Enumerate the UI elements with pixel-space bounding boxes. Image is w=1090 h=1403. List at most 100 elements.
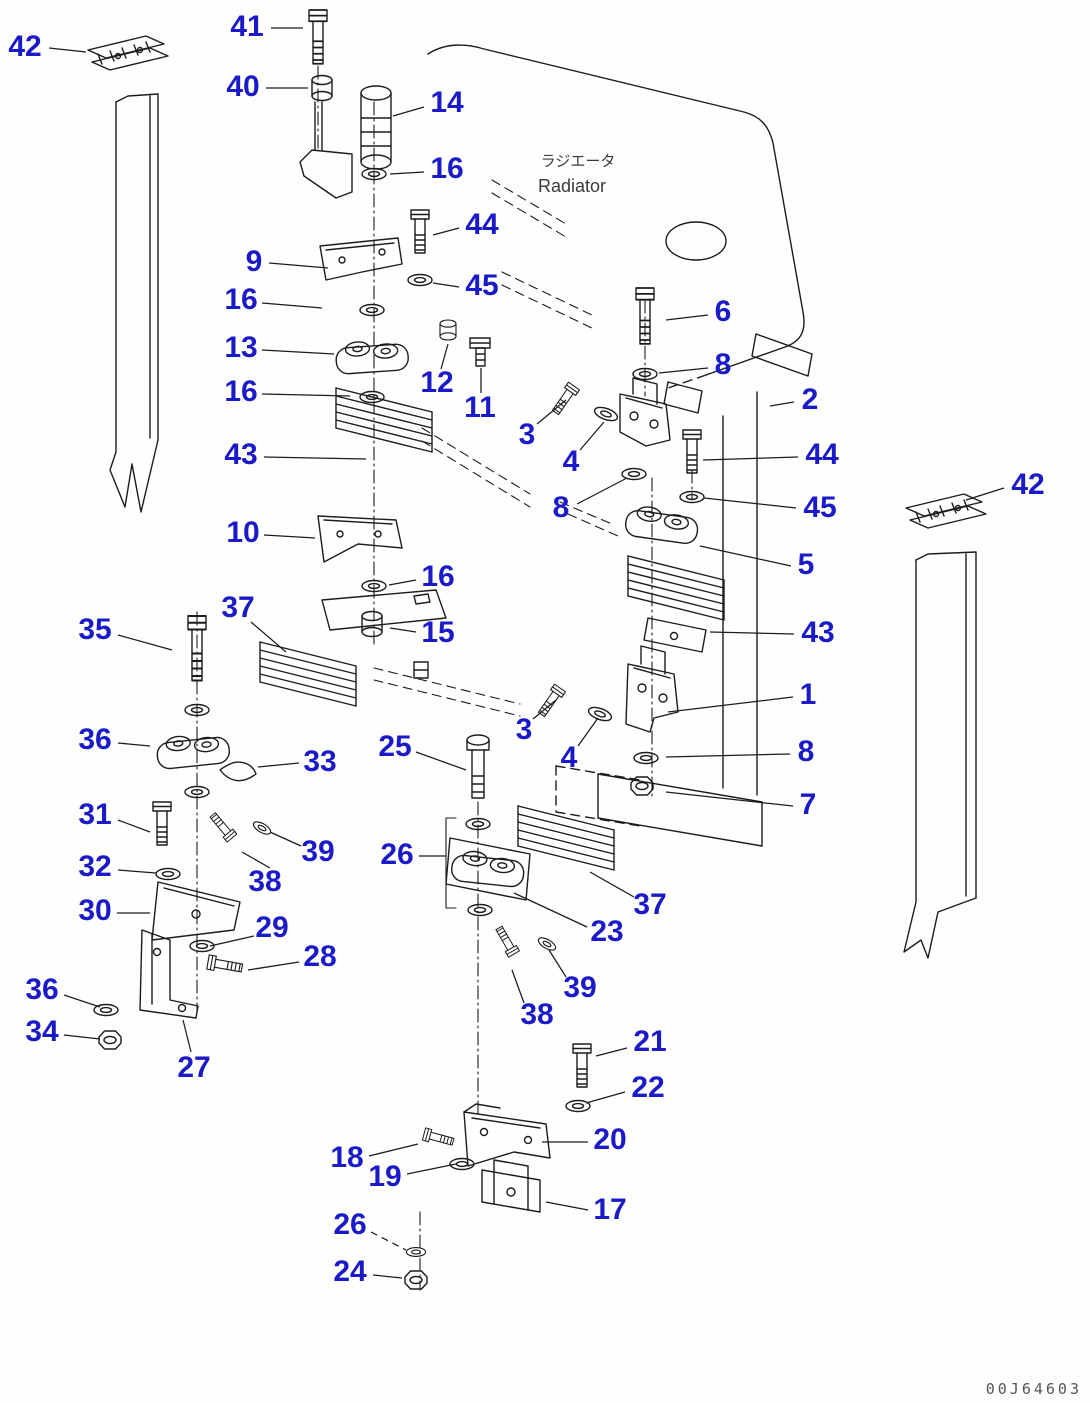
assembly-guide-lines (373, 179, 619, 717)
leader-line-8-36 (665, 753, 791, 758)
leader-line-19-57 (406, 1163, 457, 1175)
leader-line-2-16 (769, 401, 795, 407)
callout-43-28: 43 (801, 616, 834, 649)
leader-line-39-49 (548, 949, 567, 978)
leader-line-8-20 (576, 477, 628, 505)
callout-39-40: 39 (301, 835, 334, 868)
leader-line-27-52 (182, 1019, 192, 1053)
part-bolt-25 (466, 734, 490, 799)
part-bracket-arm (299, 101, 353, 199)
leader-line-4-35 (577, 717, 599, 747)
leader-line-16-13 (261, 393, 351, 397)
callout-25-33: 25 (378, 730, 411, 763)
callout-35-29: 35 (78, 613, 111, 646)
leader-line-21-53 (595, 1047, 628, 1057)
title-japanese: ラジエータ (541, 152, 616, 170)
leader-line-16-4 (389, 171, 425, 175)
leader-line-22-54 (585, 1091, 626, 1104)
callout-17-58: 17 (593, 1193, 626, 1226)
leader-line-5-23 (699, 545, 792, 567)
leader-line-33-32 (257, 762, 300, 768)
leader-line-37-26 (250, 621, 287, 653)
leader-line-10-22 (263, 534, 316, 539)
leader-line-43-28 (709, 631, 795, 635)
leader-line-32-39 (117, 869, 157, 874)
leader-line-35-29 (117, 634, 173, 651)
leader-line-24-60 (372, 1274, 403, 1279)
drawing-number: 00J64603 (986, 1380, 1082, 1398)
leader-line-1-30 (667, 696, 794, 713)
callout-42-24: 42 (1011, 468, 1044, 501)
callout-45-21: 45 (803, 491, 836, 524)
callout-27-52: 27 (177, 1051, 210, 1084)
callout-34-50: 34 (25, 1015, 59, 1048)
callout-16-4: 16 (430, 152, 463, 185)
leader-line-23-45 (513, 892, 588, 928)
leader-line-3-34 (532, 699, 557, 720)
callout-13-10: 13 (224, 331, 257, 364)
callout-28-47: 28 (303, 940, 336, 973)
callout-6-9: 6 (715, 295, 732, 328)
part-plate-30 (151, 881, 241, 941)
leader-line-3-15 (536, 399, 567, 425)
callout-38-51: 38 (520, 998, 553, 1031)
callout-39-49: 39 (563, 971, 596, 1004)
part-mount-23-assembly (445, 837, 531, 901)
part-bottom-plate (321, 589, 447, 631)
leader-line-14-3 (392, 106, 425, 117)
leader-line-34-50 (63, 1034, 101, 1040)
leader-line-6-9 (665, 314, 709, 321)
callout-16-8: 16 (224, 283, 257, 316)
callout-15-27: 15 (421, 616, 454, 649)
part-strap-33 (219, 761, 257, 782)
leader-line-45-7 (432, 282, 460, 288)
leader-line-4-18 (579, 421, 605, 451)
callout-8-20: 8 (553, 491, 570, 524)
leader-line-7-38 (665, 791, 794, 807)
part-radiator-body (427, 44, 813, 847)
part-left-side-channel (109, 93, 159, 513)
part-bracket-27 (139, 929, 199, 1019)
part-bracket-17 (481, 1159, 541, 1213)
callout-16-25: 16 (421, 560, 454, 593)
leader-line-42-1 (48, 47, 87, 53)
leader-line-29-44 (209, 935, 255, 947)
callout-10-22: 10 (226, 516, 259, 549)
leader-line-44-19 (702, 456, 799, 461)
leader-line-44-5 (432, 227, 460, 236)
callout-23-45: 23 (590, 915, 623, 948)
callout-37-26: 37 (221, 591, 254, 624)
callout-4-18: 4 (563, 445, 580, 478)
leader-lines (48, 27, 1005, 1279)
callout-37-46: 37 (633, 888, 666, 921)
callout-20-55: 20 (593, 1123, 626, 1156)
part-bracket-20 (463, 1103, 551, 1167)
callout-16-13: 16 (224, 375, 257, 408)
title-english: Radiator (538, 176, 606, 196)
leader-line-9-6 (268, 262, 329, 269)
leader-line-31-37 (117, 819, 151, 833)
callout-1-30: 1 (800, 678, 817, 711)
leader-line-37-46 (589, 871, 635, 898)
leader-line-15-27 (389, 627, 417, 633)
callout-12-11: 12 (420, 366, 453, 399)
callout-44-5: 44 (465, 208, 499, 241)
callout-29-44: 29 (255, 911, 288, 944)
part-bracket-1 (625, 645, 679, 733)
callout-30-43: 30 (78, 894, 111, 927)
callout-26-41: 26 (380, 838, 413, 871)
callout-2-16: 2 (802, 383, 819, 416)
callout-21-53: 21 (633, 1025, 666, 1058)
callout-19-57: 19 (368, 1160, 401, 1193)
callout-24-60: 24 (333, 1255, 367, 1288)
callout-8-36: 8 (798, 735, 815, 768)
leader-line-8-12 (658, 367, 709, 374)
callout-36-31: 36 (78, 723, 111, 756)
leader-line-36-48 (63, 994, 101, 1008)
leader-line-12-11 (440, 343, 449, 370)
part-right-side-channel (903, 551, 977, 959)
part-assembly-span-26 (445, 817, 457, 909)
callout-36-48: 36 (25, 973, 58, 1006)
